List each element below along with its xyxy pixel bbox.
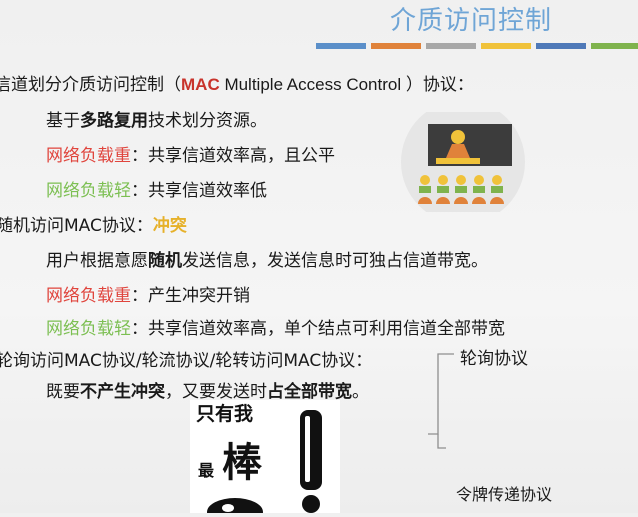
text: ：共享信道效率低 xyxy=(131,181,267,201)
heavy-load-line-1: 网络负载重：共享信道效率高，且公平 xyxy=(46,141,335,166)
meme-text-3: 棒 xyxy=(222,440,263,486)
text: 既要 xyxy=(46,382,80,402)
stripe-gray xyxy=(426,43,476,49)
emphasis: 随机 xyxy=(148,251,182,271)
light-load-label: 网络负载轻 xyxy=(46,319,131,339)
polling-heading: 轮询访问MAC协议/轮流协议/轮转访问MAC协议： xyxy=(0,351,373,371)
meme-text-2: 最 xyxy=(198,461,215,480)
text: ）协议： xyxy=(405,75,474,95)
heavy-load-label: 网络负载重 xyxy=(46,286,131,306)
polling-protocol-label: 轮询协议 xyxy=(460,349,528,369)
meme-sticker: 只有我 最 棒 xyxy=(190,400,340,517)
classroom-icon xyxy=(401,112,525,212)
light-load-line-1: 网络负载轻：共享信道效率低 xyxy=(46,176,267,201)
random-access-heading: 随机访问MAC协议：冲突 xyxy=(0,211,187,236)
heavy-load-label: 网络负载重 xyxy=(46,146,131,166)
text: ：共享信道效率高，单个结点可利用信道全部带宽 xyxy=(131,319,505,339)
text: ：共享信道效率高，且公平 xyxy=(131,146,335,166)
token-passing-label: 令牌传递协议 xyxy=(456,485,553,504)
text: ：产生冲突开销 xyxy=(131,286,250,306)
text: 。 xyxy=(352,382,369,402)
text: 技术划分资源。 xyxy=(148,111,267,131)
meme-text-1: 只有我 xyxy=(196,402,253,425)
stripe-yellow xyxy=(481,43,531,49)
stripe-orange xyxy=(371,43,421,49)
mac-fullname: Multiple Access Control xyxy=(219,75,406,94)
stripe-blue xyxy=(316,43,366,49)
text: 发送信息，发送信息时可独占信道带宽。 xyxy=(182,251,488,271)
multiplexing-line: 基于多路复用技术划分资源。 xyxy=(46,106,267,131)
polling-description: 既要不产生冲突，又要发送时占全部带宽。 xyxy=(46,377,369,402)
collision-label: 冲突 xyxy=(152,216,187,236)
page-title: 介质访问控制 xyxy=(390,6,553,36)
text: 信道划分介质访问控制（ xyxy=(0,75,181,95)
emphasis: 占全部带宽 xyxy=(267,382,352,402)
mac-acronym: MAC xyxy=(181,75,220,94)
emphasis: 不产生冲突 xyxy=(80,382,165,402)
stripe-darkblue xyxy=(536,43,586,49)
text: 用户根据意愿 xyxy=(46,251,148,271)
color-stripes xyxy=(316,43,638,49)
light-load-line-2: 网络负载轻：共享信道效率高，单个结点可利用信道全部带宽 xyxy=(46,314,505,339)
random-line: 用户根据意愿随机发送信息，发送信息时可独占信道带宽。 xyxy=(46,246,488,271)
meme-graphic: 只有我 最 棒 xyxy=(190,400,340,517)
text: 随机访问MAC协议： xyxy=(0,216,153,236)
emphasis: 多路复用 xyxy=(80,111,148,131)
channel-partition-heading: 信道划分介质访问控制（MAC Multiple Access Control ）… xyxy=(0,70,474,95)
text: 基于 xyxy=(46,111,80,131)
light-load-label: 网络负载轻 xyxy=(46,181,131,201)
stripe-green xyxy=(591,43,638,49)
heavy-load-line-2: 网络负载重：产生冲突开销 xyxy=(46,281,250,306)
text: ，又要发送时 xyxy=(165,382,267,402)
branch-brace xyxy=(428,353,454,449)
